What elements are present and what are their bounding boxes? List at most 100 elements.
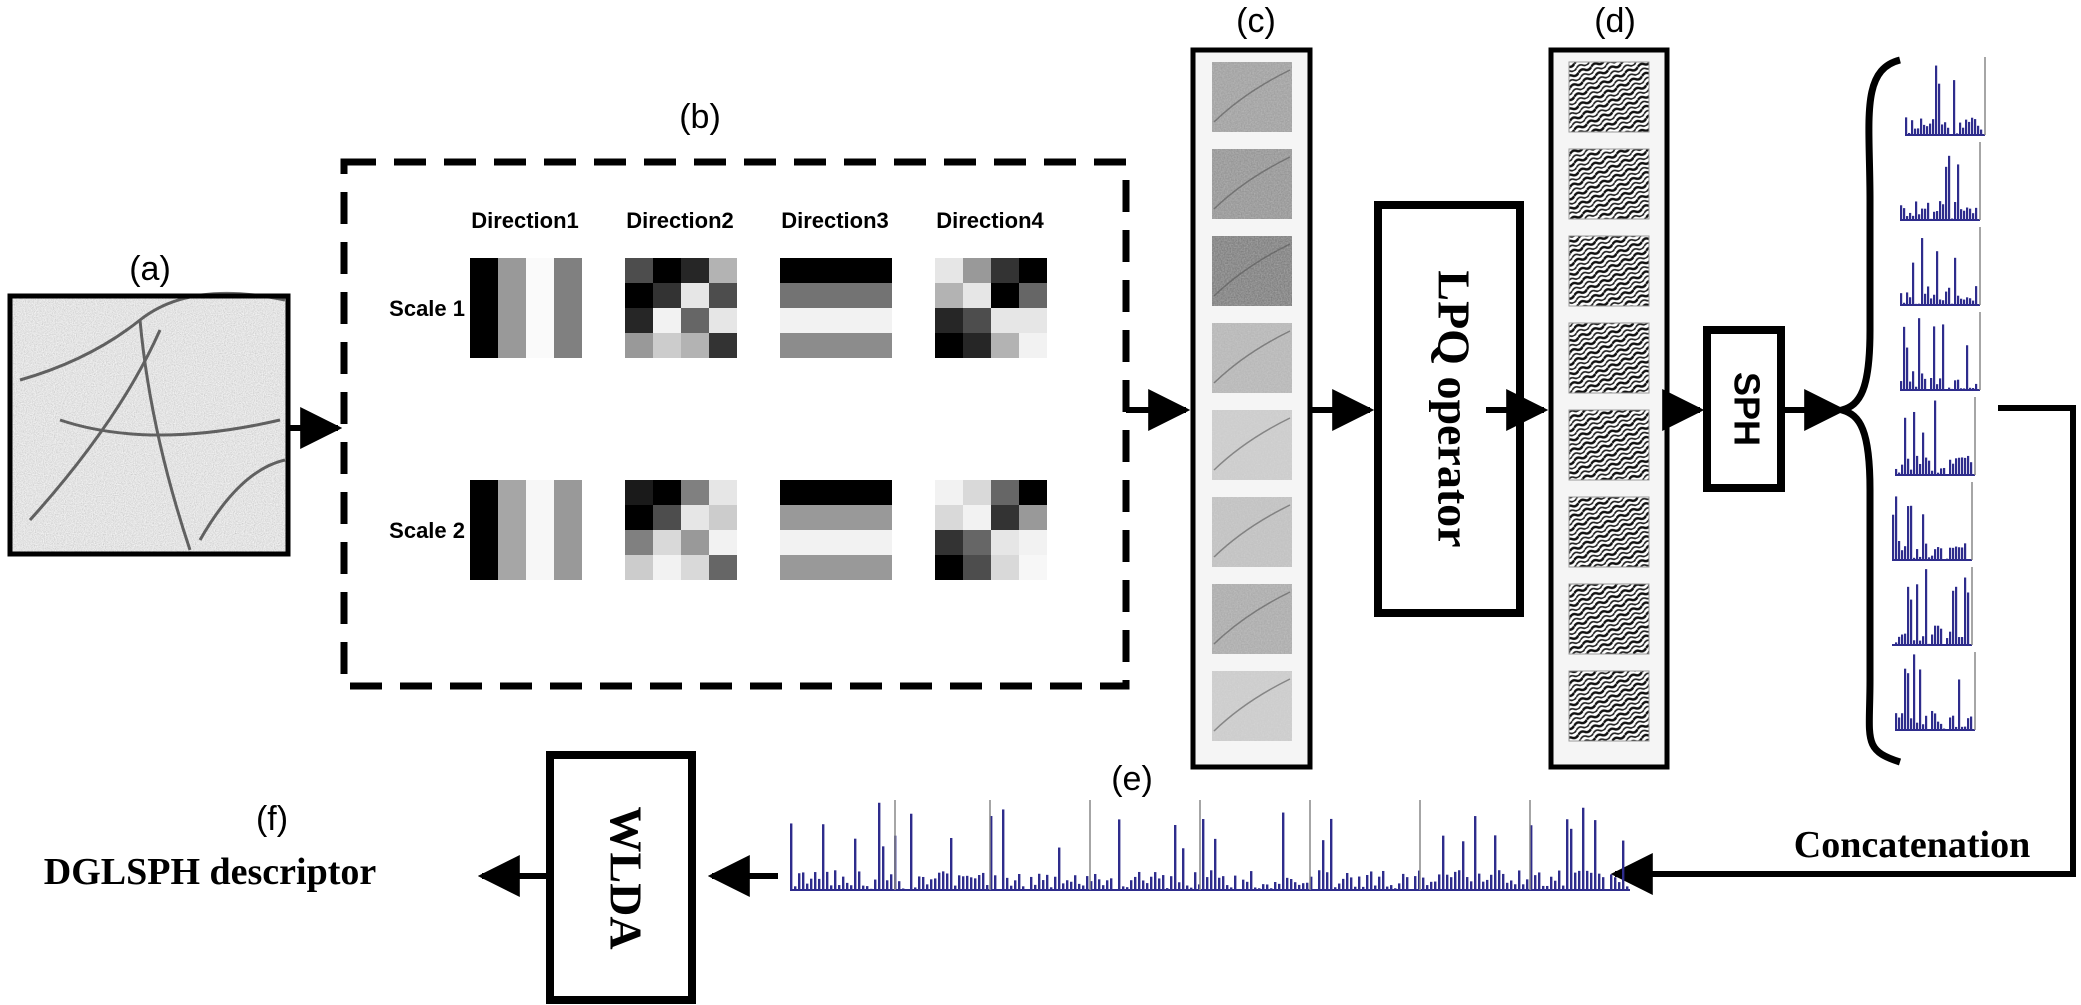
label-b: (b) [679,98,721,136]
kernel-cell [836,530,864,555]
sph-box: SPH [1703,326,1785,492]
kernel-cell [498,258,526,283]
concat-bar [1174,824,1177,890]
concat-bar [1282,812,1285,890]
kernel-cell [470,308,498,333]
concat-bar [1490,874,1493,890]
concat-bar [974,878,977,890]
concat-bar [1378,876,1381,890]
kernel-cell [836,258,864,283]
concat-bar [1590,872,1593,890]
concat-bar [1366,875,1369,890]
concat-bar [1022,886,1025,890]
concat-bar [1342,878,1345,890]
concat-bar [1442,835,1445,890]
concat-bar [922,876,925,890]
kernel-cell [709,505,737,530]
concat-bar [1518,870,1521,890]
kernel-cell [780,530,808,555]
lpq-code-image [1568,583,1650,655]
kernel-cell [526,308,554,333]
filtered-image [1212,149,1292,219]
kernel-cell [864,555,892,580]
concat-bar [1470,881,1473,890]
kernel-cell [681,555,709,580]
concat-bar [1254,887,1257,890]
filtered-image [1212,584,1292,654]
concat-bar [1586,870,1589,890]
concat-bar [1010,885,1013,890]
concat-bar [1318,870,1321,890]
concat-bar [1534,875,1537,890]
concat-bar [1506,882,1509,890]
concat-bar [1218,877,1221,890]
concat-bar [1466,877,1469,890]
concat-bar [1306,882,1309,890]
kernel-cell [470,333,498,358]
concat-bar [1186,885,1189,890]
filter-kernel [625,258,737,358]
curly-brace [1828,56,1902,766]
concat-bar [1274,882,1277,890]
block-histogram [1905,57,1986,136]
kernel-cell [836,505,864,530]
concat-bar [790,823,793,890]
concat-bar [1030,876,1033,890]
concat-bar [1054,876,1057,890]
concat-bar [830,885,833,890]
concat-bar [1170,876,1173,890]
concat-bar [898,881,901,890]
concat-bar [990,816,993,890]
kernel-cell [963,283,991,308]
kernel-cell [653,258,681,283]
concat-bar [1350,877,1353,890]
kernel-cell [526,333,554,358]
concat-bar [1082,885,1085,890]
concat-bar [1126,887,1129,890]
concat-bar [978,875,981,890]
filter-kernel [470,480,582,580]
concat-bar [846,882,849,890]
concat-bar [1134,876,1137,890]
kernel-cell [1019,530,1047,555]
kernel-cell [963,505,991,530]
concat-bar [994,875,997,890]
concat-bar [1102,885,1105,890]
concat-bar [1530,825,1533,890]
concat-bar [1478,873,1481,890]
filter-kernel [780,480,892,580]
concat-bar [1566,819,1569,890]
concat-bar [822,824,825,890]
kernel-cell [709,258,737,283]
kernel-cell [963,258,991,283]
concat-bar [1142,880,1145,890]
kernel-cell [780,333,808,358]
concat-bar [1266,884,1269,890]
concat-bar [1446,874,1449,890]
concat-bar [1302,883,1305,890]
concat-bar [1562,885,1565,890]
concat-bar [958,875,961,890]
kernel-cell [681,333,709,358]
concat-bar [1162,875,1165,890]
concat-bar [814,872,817,890]
concat-bar [1042,880,1045,890]
concat-bar [1430,881,1433,890]
kernel-cell [864,258,892,283]
kernel-cell [935,308,963,333]
concat-bar [842,876,845,890]
concat-bar [1454,871,1457,890]
concat-bar [890,874,893,890]
concatenated-histogram [790,800,1630,891]
lpq-code-image [1568,496,1650,568]
kernel-cell [935,505,963,530]
concat-bar [1034,884,1037,890]
concat-bar [1358,876,1361,890]
concat-bar [1046,874,1049,890]
label-f: (f) [256,800,288,838]
concat-bar [874,879,877,890]
concat-bar [1178,882,1181,890]
kernel-cell [498,555,526,580]
kernel-cell [780,505,808,530]
